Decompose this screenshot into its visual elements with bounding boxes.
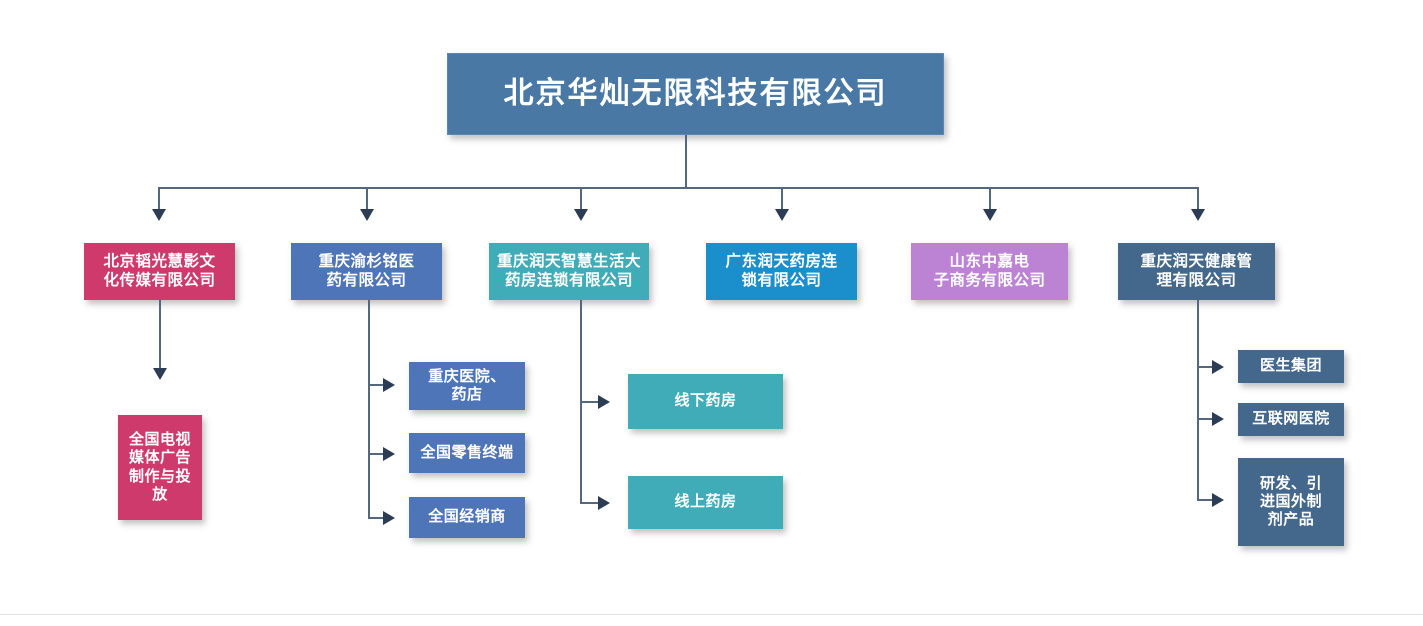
- level3-node-label: 全国经销商: [428, 508, 506, 526]
- branch6-arrow-2: [1212, 412, 1224, 426]
- branch2-elbow-3: [368, 517, 384, 519]
- branch3-elbow-1: [580, 401, 599, 403]
- root-node[interactable]: 北京华灿无限科技有限公司: [447, 53, 944, 135]
- level3-node-tv-advertising[interactable]: 全国电视 媒体广告 制作与投 放: [118, 415, 202, 520]
- branch6-elbow-1: [1197, 366, 1213, 368]
- level3-node-label: 线下药房: [674, 392, 737, 410]
- branch3-arrow-2: [598, 496, 610, 510]
- level3-node-label: 互联网医院: [1252, 410, 1330, 428]
- branch6-trunk: [1197, 300, 1199, 500]
- level2-node-label: 重庆润天健康管 理有限公司: [1140, 252, 1253, 289]
- arrow-down-1: [152, 209, 166, 221]
- branch2-arrow-1: [383, 378, 395, 392]
- drop-leg-2: [366, 187, 368, 211]
- branch2-arrow-2: [383, 447, 395, 461]
- root-node-label: 北京华灿无限科技有限公司: [503, 76, 888, 110]
- level2-node-chongqing-runtian-pharmacy[interactable]: 重庆润天智慧生活大 药房连锁有限公司: [489, 243, 649, 300]
- root-stem: [685, 135, 687, 188]
- level2-node-chongqing-yushanming[interactable]: 重庆渝杉铭医 药有限公司: [291, 243, 442, 300]
- drop-leg-6: [1197, 187, 1199, 211]
- level3-node-online-pharmacy[interactable]: 线上药房: [628, 476, 783, 529]
- branch6-elbow-3: [1197, 499, 1213, 501]
- branch1-arrow-down: [153, 368, 167, 380]
- arrow-down-2: [360, 209, 374, 221]
- branch2-elbow-2: [368, 453, 384, 455]
- branch3-arrow-1: [598, 395, 610, 409]
- level2-node-guangdong-runtian[interactable]: 广东润天药房连 锁有限公司: [706, 243, 857, 300]
- level3-node-chongqing-hospital-drugstore[interactable]: 重庆医院、 药店: [409, 362, 525, 410]
- branch2-trunk: [368, 300, 370, 518]
- level2-node-label: 山东中嘉电 子商务有限公司: [933, 252, 1046, 289]
- branch2-arrow-3: [383, 511, 395, 525]
- bottom-divider: [0, 614, 1423, 615]
- level2-distribution-bar: [158, 187, 1198, 189]
- level3-node-internet-hospital[interactable]: 互联网医院: [1238, 403, 1344, 436]
- drop-leg-4: [781, 187, 783, 211]
- level3-node-national-retail-terminal[interactable]: 全国零售终端: [409, 433, 525, 473]
- level3-node-doctor-group[interactable]: 医生集团: [1238, 350, 1344, 383]
- branch6-elbow-2: [1197, 418, 1213, 420]
- level2-node-chongqing-runtian-health[interactable]: 重庆润天健康管 理有限公司: [1118, 243, 1275, 300]
- level2-node-beijing-taoguang[interactable]: 北京韬光慧影文 化传媒有限公司: [84, 243, 235, 300]
- branch1-stem: [159, 300, 161, 370]
- level3-node-rd-foreign-preparations[interactable]: 研发、引 进国外制 剂产品: [1238, 458, 1344, 546]
- drop-leg-5: [989, 187, 991, 211]
- branch2-elbow-1: [368, 384, 384, 386]
- level3-node-label: 全国零售终端: [420, 443, 514, 461]
- level2-node-shandong-zhongjia[interactable]: 山东中嘉电 子商务有限公司: [911, 243, 1068, 300]
- branch6-arrow-3: [1212, 493, 1224, 507]
- drop-leg-3: [580, 187, 582, 211]
- level3-node-label: 医生集团: [1259, 357, 1322, 375]
- level2-node-label: 重庆润天智慧生活大 药房连锁有限公司: [496, 252, 641, 289]
- arrow-down-3: [574, 209, 588, 221]
- level2-node-label: 广东润天药房连 锁有限公司: [725, 252, 838, 289]
- arrow-down-5: [983, 209, 997, 221]
- branch6-arrow-1: [1212, 360, 1224, 374]
- level2-node-label: 北京韬光慧影文 化传媒有限公司: [103, 252, 216, 289]
- level3-node-label: 研发、引 进国外制 剂产品: [1259, 474, 1322, 529]
- arrow-down-6: [1191, 209, 1205, 221]
- arrow-down-4: [775, 209, 789, 221]
- level3-node-national-distributor[interactable]: 全国经销商: [409, 497, 525, 538]
- level3-node-label: 线上药房: [674, 493, 737, 511]
- level3-node-label: 全国电视 媒体广告 制作与投 放: [128, 430, 191, 503]
- level3-node-offline-pharmacy[interactable]: 线下药房: [628, 374, 783, 429]
- level2-node-label: 重庆渝杉铭医 药有限公司: [318, 252, 415, 289]
- drop-leg-1: [158, 187, 160, 211]
- level3-node-label: 重庆医院、 药店: [428, 367, 506, 403]
- branch3-elbow-2: [580, 502, 599, 504]
